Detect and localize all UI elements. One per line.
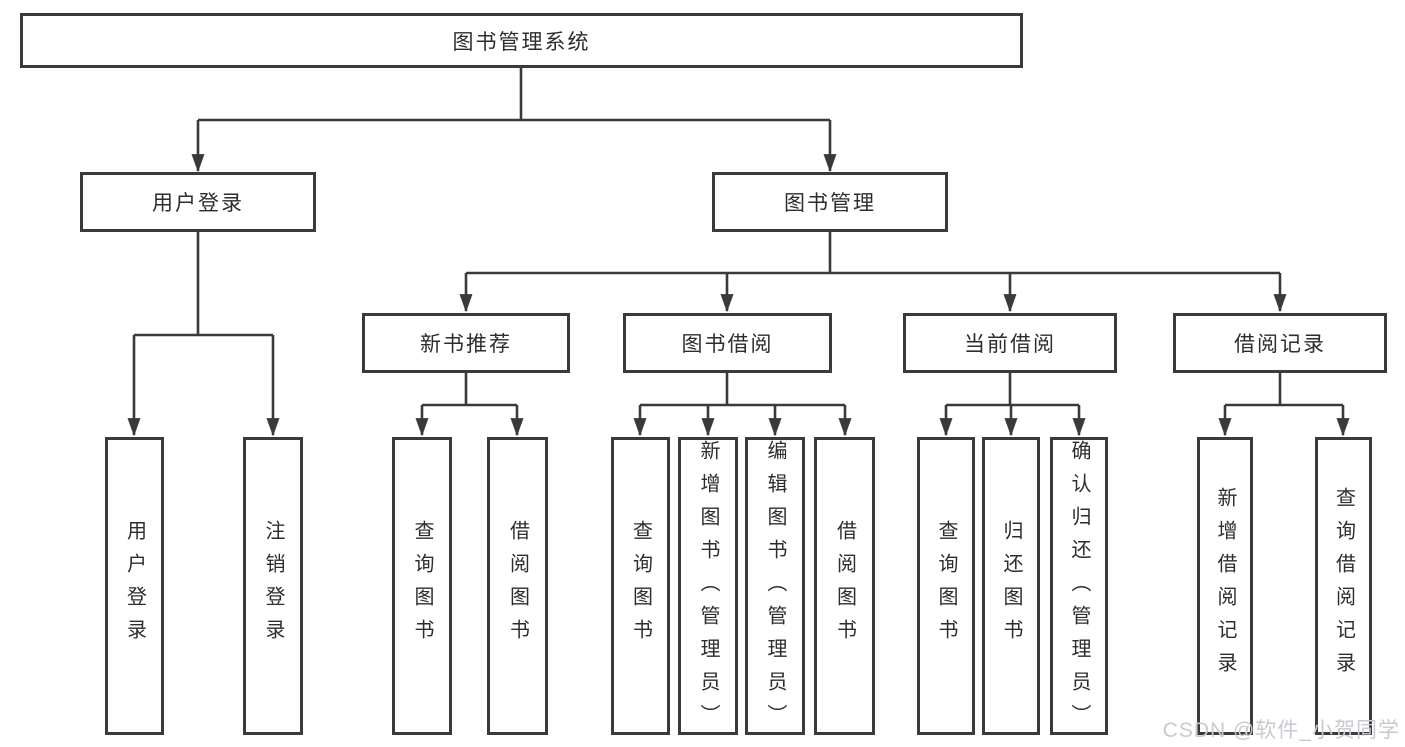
node-label: 借阅图书 [833, 520, 856, 652]
node-confirm-return-admin: 确认归还（管理员） [1050, 437, 1108, 737]
connector-new-book-trunk [422, 373, 517, 407]
node-return-books: 归还图书 [982, 437, 1040, 735]
node-label: 查询借阅记录 [1332, 487, 1355, 685]
node-book-management: 图书管理 [712, 172, 948, 232]
node-add-borrow-record: 新增借阅记录 [1197, 437, 1253, 735]
node-borrow-books: 借阅图书 [814, 437, 875, 735]
node-label: 新书推荐 [420, 333, 512, 356]
node-label: 新增借阅记录 [1214, 487, 1236, 685]
node-library-management-system: 图书管理系统 [20, 13, 1023, 68]
node-new-book-recommendation: 新书推荐 [362, 313, 570, 373]
node-label: 图书借阅 [681, 333, 774, 356]
node-label: 用户登录 [123, 520, 146, 652]
node-label: 归还图书 [1000, 520, 1022, 652]
node-logout: 注销登录 [243, 437, 303, 735]
node-query-borrow-record: 查询借阅记录 [1315, 437, 1372, 735]
node-query-books-borrowing: 查询图书 [611, 437, 670, 735]
node-label: 用户登录 [152, 192, 244, 215]
connector-borrow-rec-trunk [1225, 373, 1343, 407]
node-label: 编辑图书（管理员） [764, 440, 786, 737]
node-label: 图书管理系统 [452, 30, 591, 54]
connector-book-mgmt-trunk [466, 232, 1280, 275]
connector-book-borrow-trunk [640, 373, 845, 407]
node-user-login-leaf: 用户登录 [105, 437, 164, 735]
node-label: 查询图书 [629, 520, 652, 652]
node-label: 图书管理 [784, 192, 876, 215]
node-current-borrowing: 当前借阅 [903, 313, 1117, 373]
node-user-login: 用户登录 [80, 172, 316, 232]
node-label: 确认归还（管理员） [1068, 440, 1090, 737]
connector-root-trunk [198, 68, 830, 122]
node-edit-books-admin: 编辑图书（管理员） [745, 437, 805, 737]
node-label: 借阅图书 [506, 520, 529, 652]
connector-user-login-trunk [134, 232, 273, 337]
node-borrow-books-recommend: 借阅图书 [487, 437, 548, 735]
node-book-borrowing: 图书借阅 [623, 313, 832, 373]
node-label: 当前借阅 [964, 333, 1056, 356]
node-label: 注销登录 [262, 520, 284, 652]
node-label: 查询图书 [411, 520, 433, 652]
node-query-books-recommend: 查询图书 [392, 437, 452, 735]
connector-cur-borrow-trunk [946, 373, 1079, 407]
node-borrowing-records: 借阅记录 [1173, 313, 1387, 373]
csdn-watermark: CSDN @软件_小贺同学 [1162, 719, 1400, 742]
node-label: 查询图书 [935, 520, 957, 652]
node-label: 借阅记录 [1234, 333, 1326, 356]
node-add-books-admin: 新增图书（管理员） [678, 437, 738, 737]
node-label: 新增图书（管理员） [697, 440, 719, 737]
node-query-books-current: 查询图书 [917, 437, 975, 735]
